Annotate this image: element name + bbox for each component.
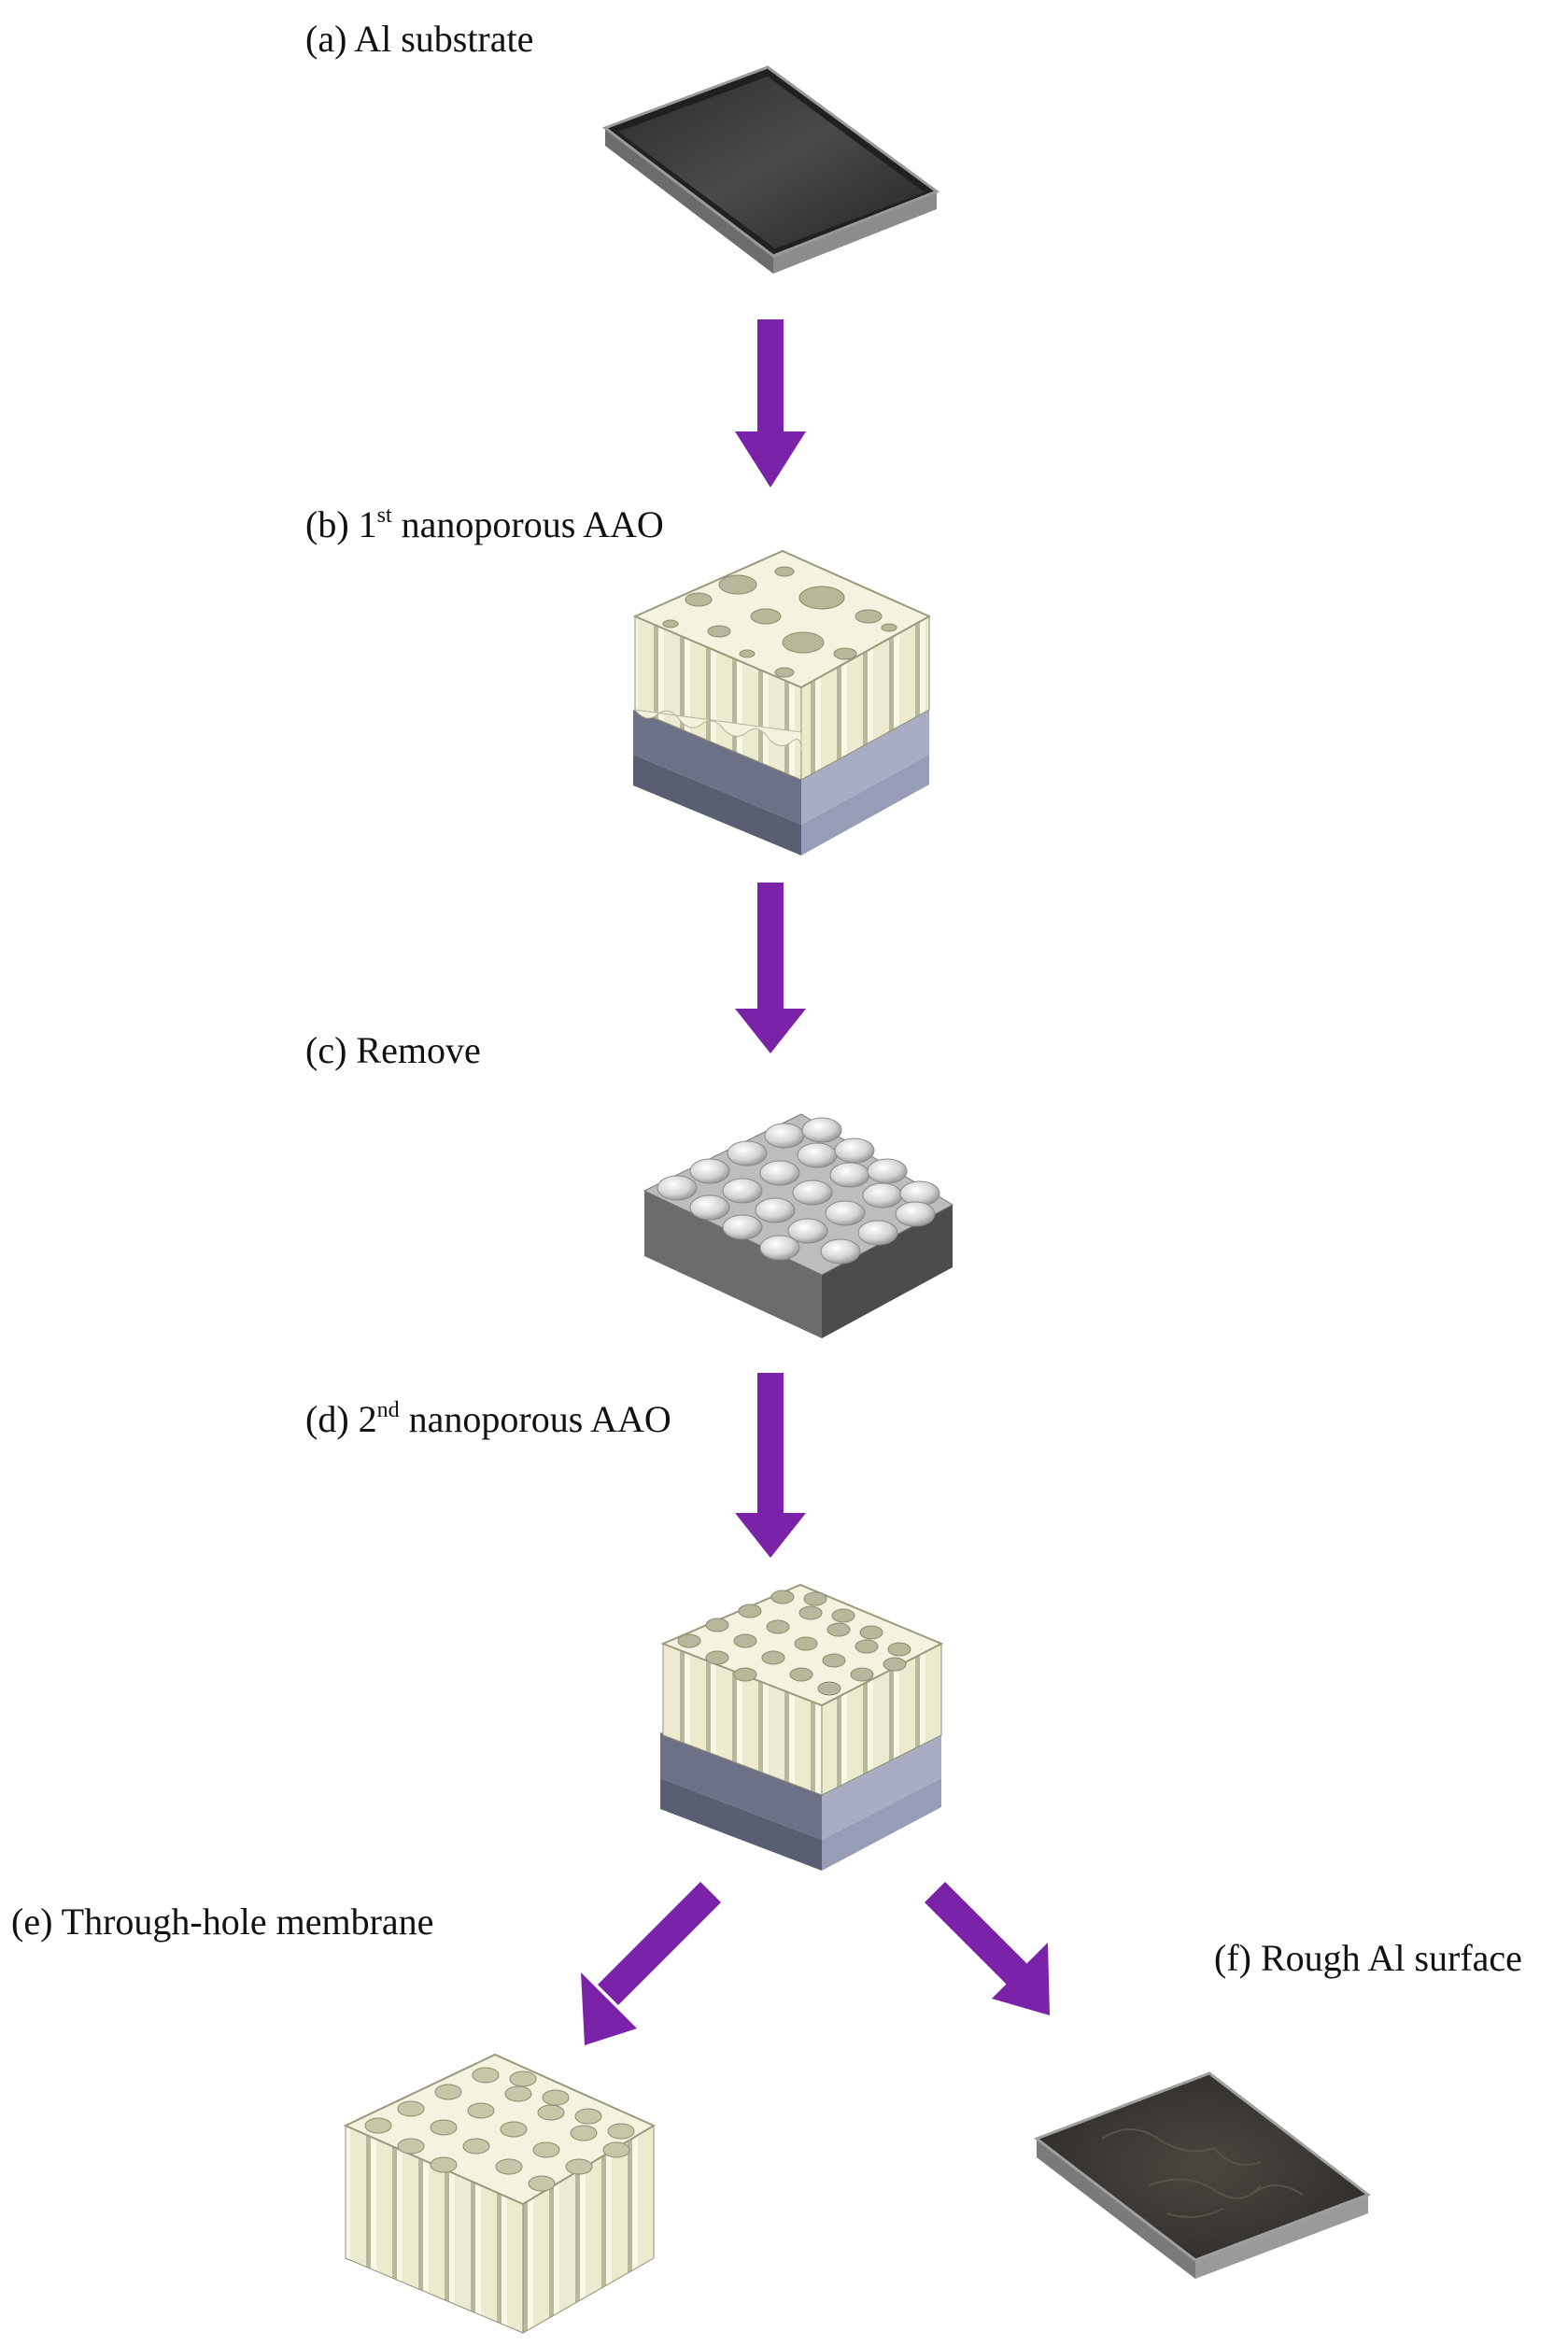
step-a-prefix: (a) [305,18,355,60]
step-b-num: 1 [358,503,377,545]
step-e-label: (e) Through-hole membrane [11,1903,433,1941]
step-b-label: (b) 1st nanoporous AAO [305,504,664,544]
dimpled-al-block [643,1113,954,1338]
step-d-text: nanoporous AAO [399,1398,671,1440]
step-c-label: (c) Remove [305,1032,481,1069]
step-f-label: (f) Rough Al surface [1214,1940,1522,1977]
arrow-c-to-d [735,1373,806,1558]
arrow-a-to-b [735,319,806,488]
step-d-num: 2 [358,1398,377,1440]
step-d-sup: nd [376,1398,400,1422]
step-d-prefix: (d) [305,1398,359,1440]
al-substrate-plate [601,65,940,274]
step-c-text: Remove [356,1029,481,1071]
second-aao-block [660,1583,944,1871]
arrow-d-to-f [925,1882,1050,2015]
first-aao-block [632,549,932,855]
step-c-prefix: (c) [305,1029,357,1071]
step-b-text: nanoporous AAO [391,503,664,545]
arrow-b-to-c [735,883,806,1053]
through-hole-membrane [343,2053,657,2334]
step-a-label: (a) Al substrate [305,21,533,58]
step-b-prefix: (b) [305,503,359,545]
step-f-text: Rough Al surface [1260,1937,1522,1979]
step-d-label: (d) 2nd nanoporous AAO [305,1399,671,1438]
step-e-text: Through-hole membrane [61,1901,434,1943]
step-f-prefix: (f) [1214,1937,1261,1979]
rough-al-plate [1033,2071,1372,2279]
step-e-prefix: (e) [11,1901,62,1943]
step-a-text: Al substrate [354,18,534,60]
arrow-d-to-e [581,1882,721,2045]
step-b-sup: st [376,503,392,528]
